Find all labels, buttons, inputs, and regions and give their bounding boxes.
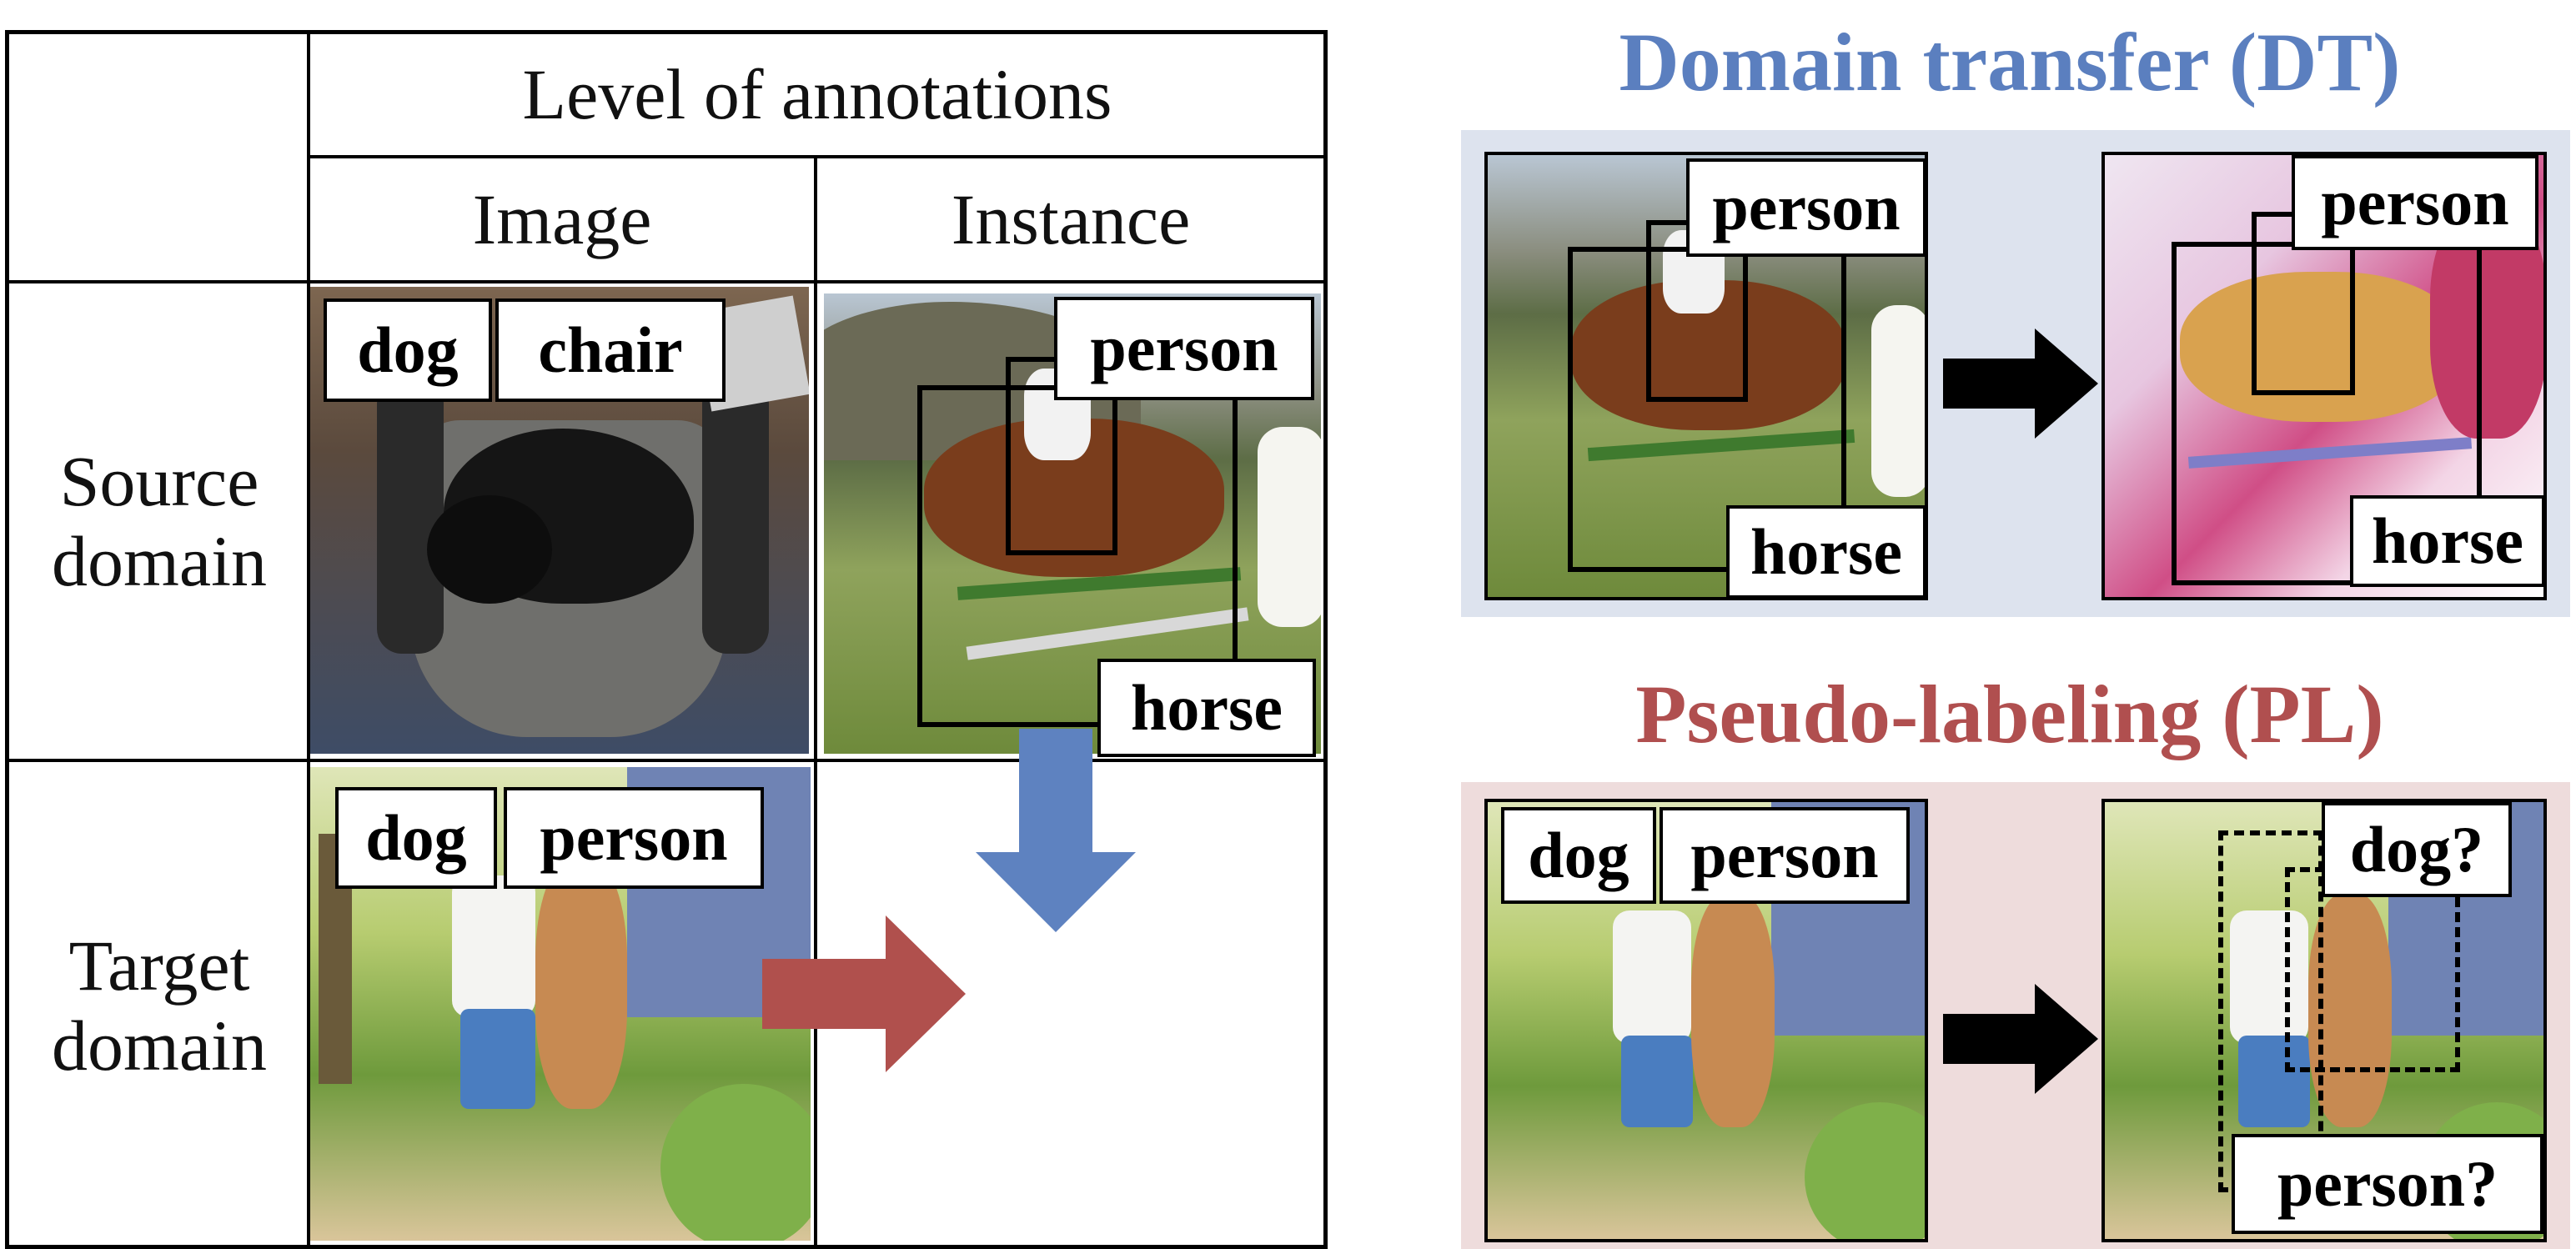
pl-title: Pseudo-labeling (PL) bbox=[1635, 668, 2384, 760]
boy-shorts bbox=[460, 1009, 535, 1109]
label-person-question: person? bbox=[2232, 1134, 2543, 1234]
horse-body-shape bbox=[2180, 272, 2463, 422]
table-divider bbox=[5, 759, 1328, 762]
black-dog-head bbox=[427, 495, 552, 604]
pl-arrow-shape bbox=[762, 915, 966, 1072]
bush-shape bbox=[660, 1084, 811, 1241]
arrow-right-icon bbox=[762, 915, 966, 1072]
dt-arrow-shape bbox=[976, 729, 1136, 932]
table-divider bbox=[307, 155, 1328, 158]
arrow-down-icon bbox=[976, 729, 1136, 932]
table-divider bbox=[5, 280, 1328, 283]
boy-shirt bbox=[452, 875, 535, 1017]
boy-shirt bbox=[1613, 910, 1691, 1044]
arrow-right-icon bbox=[1943, 984, 2098, 1094]
table-divider bbox=[814, 157, 817, 1249]
label-dog-question: dog? bbox=[2322, 802, 2512, 897]
flow-arrow-shape bbox=[1943, 329, 2098, 439]
dog-body bbox=[535, 859, 627, 1109]
arrow-right-icon bbox=[1943, 329, 2098, 439]
chair-arm bbox=[702, 379, 769, 654]
label-horse: horse bbox=[1097, 659, 1316, 757]
label-horse: horse bbox=[2350, 495, 2545, 587]
header-level-of-annotations: Level of annotations bbox=[522, 53, 1112, 134]
boy-shorts bbox=[2238, 1036, 2310, 1127]
label-person: person bbox=[1660, 807, 1910, 904]
column-header-image: Image bbox=[472, 178, 652, 259]
label-person: person bbox=[1686, 158, 1926, 257]
boy-shorts bbox=[1621, 1036, 1693, 1127]
label-horse: horse bbox=[1726, 505, 1926, 599]
dt-title: Domain transfer (DT) bbox=[1619, 16, 2401, 108]
jump-wing bbox=[1258, 427, 1321, 627]
table-outer-border bbox=[5, 30, 1328, 1249]
row-header-target-domain: Target domain bbox=[52, 925, 267, 1086]
dog-body bbox=[1691, 894, 1775, 1127]
boy-shirt bbox=[2230, 910, 2308, 1044]
label-person: person bbox=[1054, 297, 1314, 400]
dog-pseudo-bbox bbox=[2285, 867, 2460, 1072]
column-header-instance: Instance bbox=[951, 178, 1191, 259]
table-divider bbox=[307, 30, 310, 1249]
chair-arm bbox=[377, 379, 444, 654]
label-person: person bbox=[2292, 155, 2538, 250]
bush-shape bbox=[1805, 1102, 1925, 1239]
label-dog: dog bbox=[335, 787, 497, 889]
label-person: person bbox=[504, 787, 764, 889]
label-dog: dog bbox=[1501, 807, 1656, 904]
label-chair: chair bbox=[495, 298, 726, 402]
jump-wing bbox=[1871, 305, 1925, 497]
row-header-source-domain: Source domain bbox=[52, 440, 267, 601]
flow-arrow-shape bbox=[1943, 984, 2098, 1094]
label-dog: dog bbox=[324, 298, 492, 402]
